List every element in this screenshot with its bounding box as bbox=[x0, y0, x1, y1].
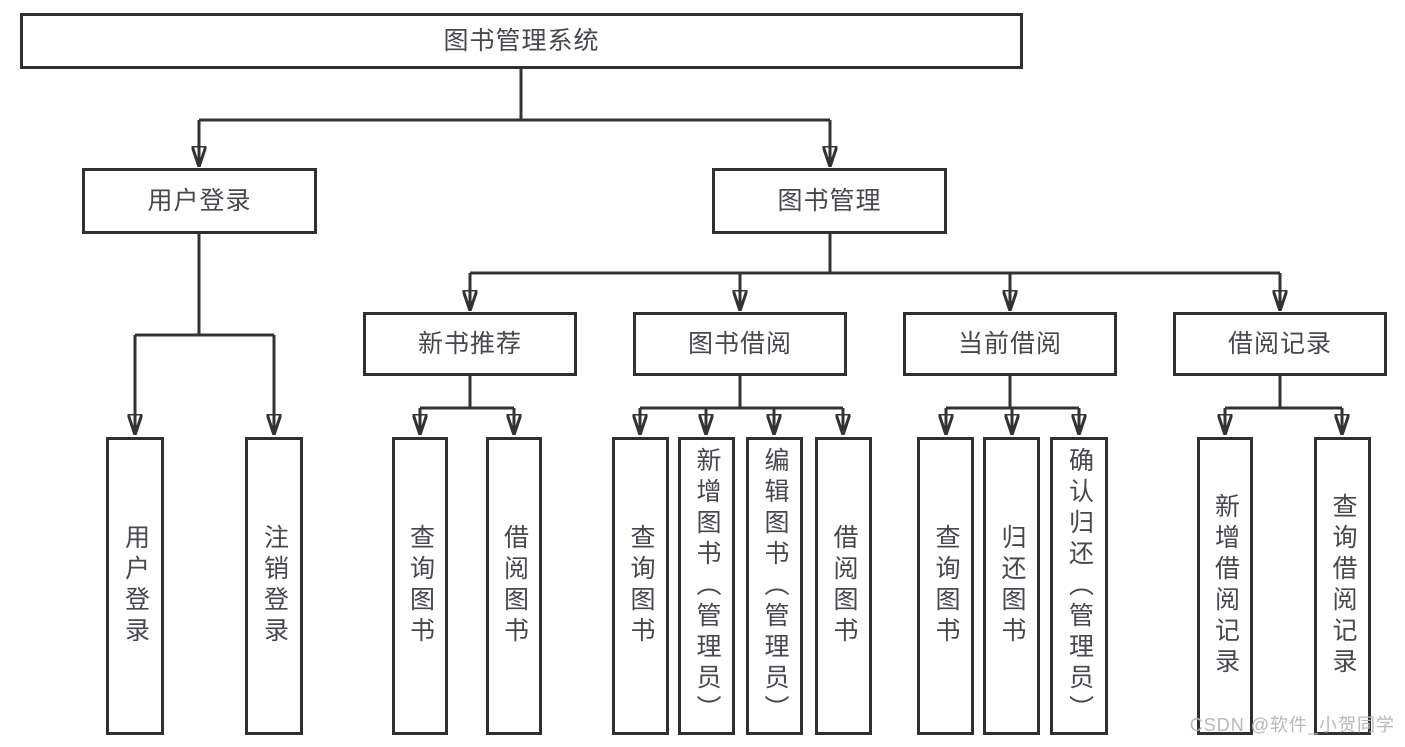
node-label: 查询借阅记录 bbox=[1329, 493, 1357, 679]
connector-borrow-records-children bbox=[1225, 376, 1342, 434]
node-label: 查询图书 bbox=[406, 524, 435, 648]
node-label: 用户登录 bbox=[147, 186, 252, 215]
node-borrow-edit-books-admin: 编辑图书（管理员） bbox=[746, 437, 803, 735]
node-current-confirm-return-admin: 确认归还（管理员） bbox=[1050, 437, 1108, 735]
node-borrow-borrow-books: 借阅图书 bbox=[815, 437, 872, 735]
node-label: 查询图书 bbox=[932, 524, 960, 648]
connector-book-mgmt-children bbox=[470, 234, 1280, 310]
node-label: 用户登录 bbox=[121, 524, 150, 648]
node-label: 查询图书 bbox=[627, 524, 655, 648]
node-user-login-leaf: 用户登录 bbox=[106, 437, 164, 735]
node-label: 编辑图书（管理员） bbox=[761, 446, 789, 726]
node-logout-leaf: 注销登录 bbox=[245, 437, 303, 735]
csdn-watermark: CSDN @软件_小贺同学 bbox=[1189, 715, 1395, 735]
node-label: 确认归还（管理员） bbox=[1065, 446, 1094, 726]
node-label: 借阅图书 bbox=[830, 524, 858, 648]
node-label: 新书推荐 bbox=[417, 329, 522, 358]
node-label: 图书管理 bbox=[777, 186, 882, 215]
node-label: 归还图书 bbox=[998, 524, 1026, 648]
node-label: 借阅图书 bbox=[500, 524, 529, 648]
node-book-management: 图书管理 bbox=[712, 168, 947, 234]
node-records-query-record: 查询借阅记录 bbox=[1314, 437, 1371, 735]
node-book-borrow: 图书借阅 bbox=[633, 312, 847, 376]
node-new-book-recommend: 新书推荐 bbox=[363, 312, 577, 376]
connector-root-to-level1 bbox=[199, 69, 830, 166]
connector-book-borrow-children bbox=[640, 376, 843, 434]
node-newbook-borrow-books: 借阅图书 bbox=[486, 437, 542, 735]
node-library-management-system: 图书管理系统 bbox=[20, 13, 1023, 69]
node-newbook-query-books: 查询图书 bbox=[392, 437, 448, 735]
node-borrow-records: 借阅记录 bbox=[1173, 312, 1387, 376]
node-label: 图书借阅 bbox=[687, 329, 792, 358]
node-label: 借阅记录 bbox=[1227, 329, 1332, 358]
node-label: 新增图书（管理员） bbox=[693, 446, 721, 726]
connector-user-login-children bbox=[135, 234, 274, 434]
node-label: 当前借阅 bbox=[957, 329, 1062, 358]
node-borrow-query-books: 查询图书 bbox=[612, 437, 669, 735]
node-records-add-record: 新增借阅记录 bbox=[1197, 437, 1253, 735]
node-label: 图书管理系统 bbox=[443, 26, 600, 55]
node-label: 注销登录 bbox=[260, 524, 289, 648]
node-label: 新增借阅记录 bbox=[1211, 493, 1240, 679]
node-borrow-add-books-admin: 新增图书（管理员） bbox=[678, 437, 735, 735]
connector-current-borrow-children bbox=[946, 376, 1079, 434]
connector-new-book-children bbox=[420, 376, 514, 434]
node-current-query-books: 查询图书 bbox=[917, 437, 974, 735]
node-current-borrow: 当前借阅 bbox=[903, 312, 1117, 376]
node-user-login: 用户登录 bbox=[82, 168, 317, 234]
node-current-return-books: 归还图书 bbox=[983, 437, 1040, 735]
